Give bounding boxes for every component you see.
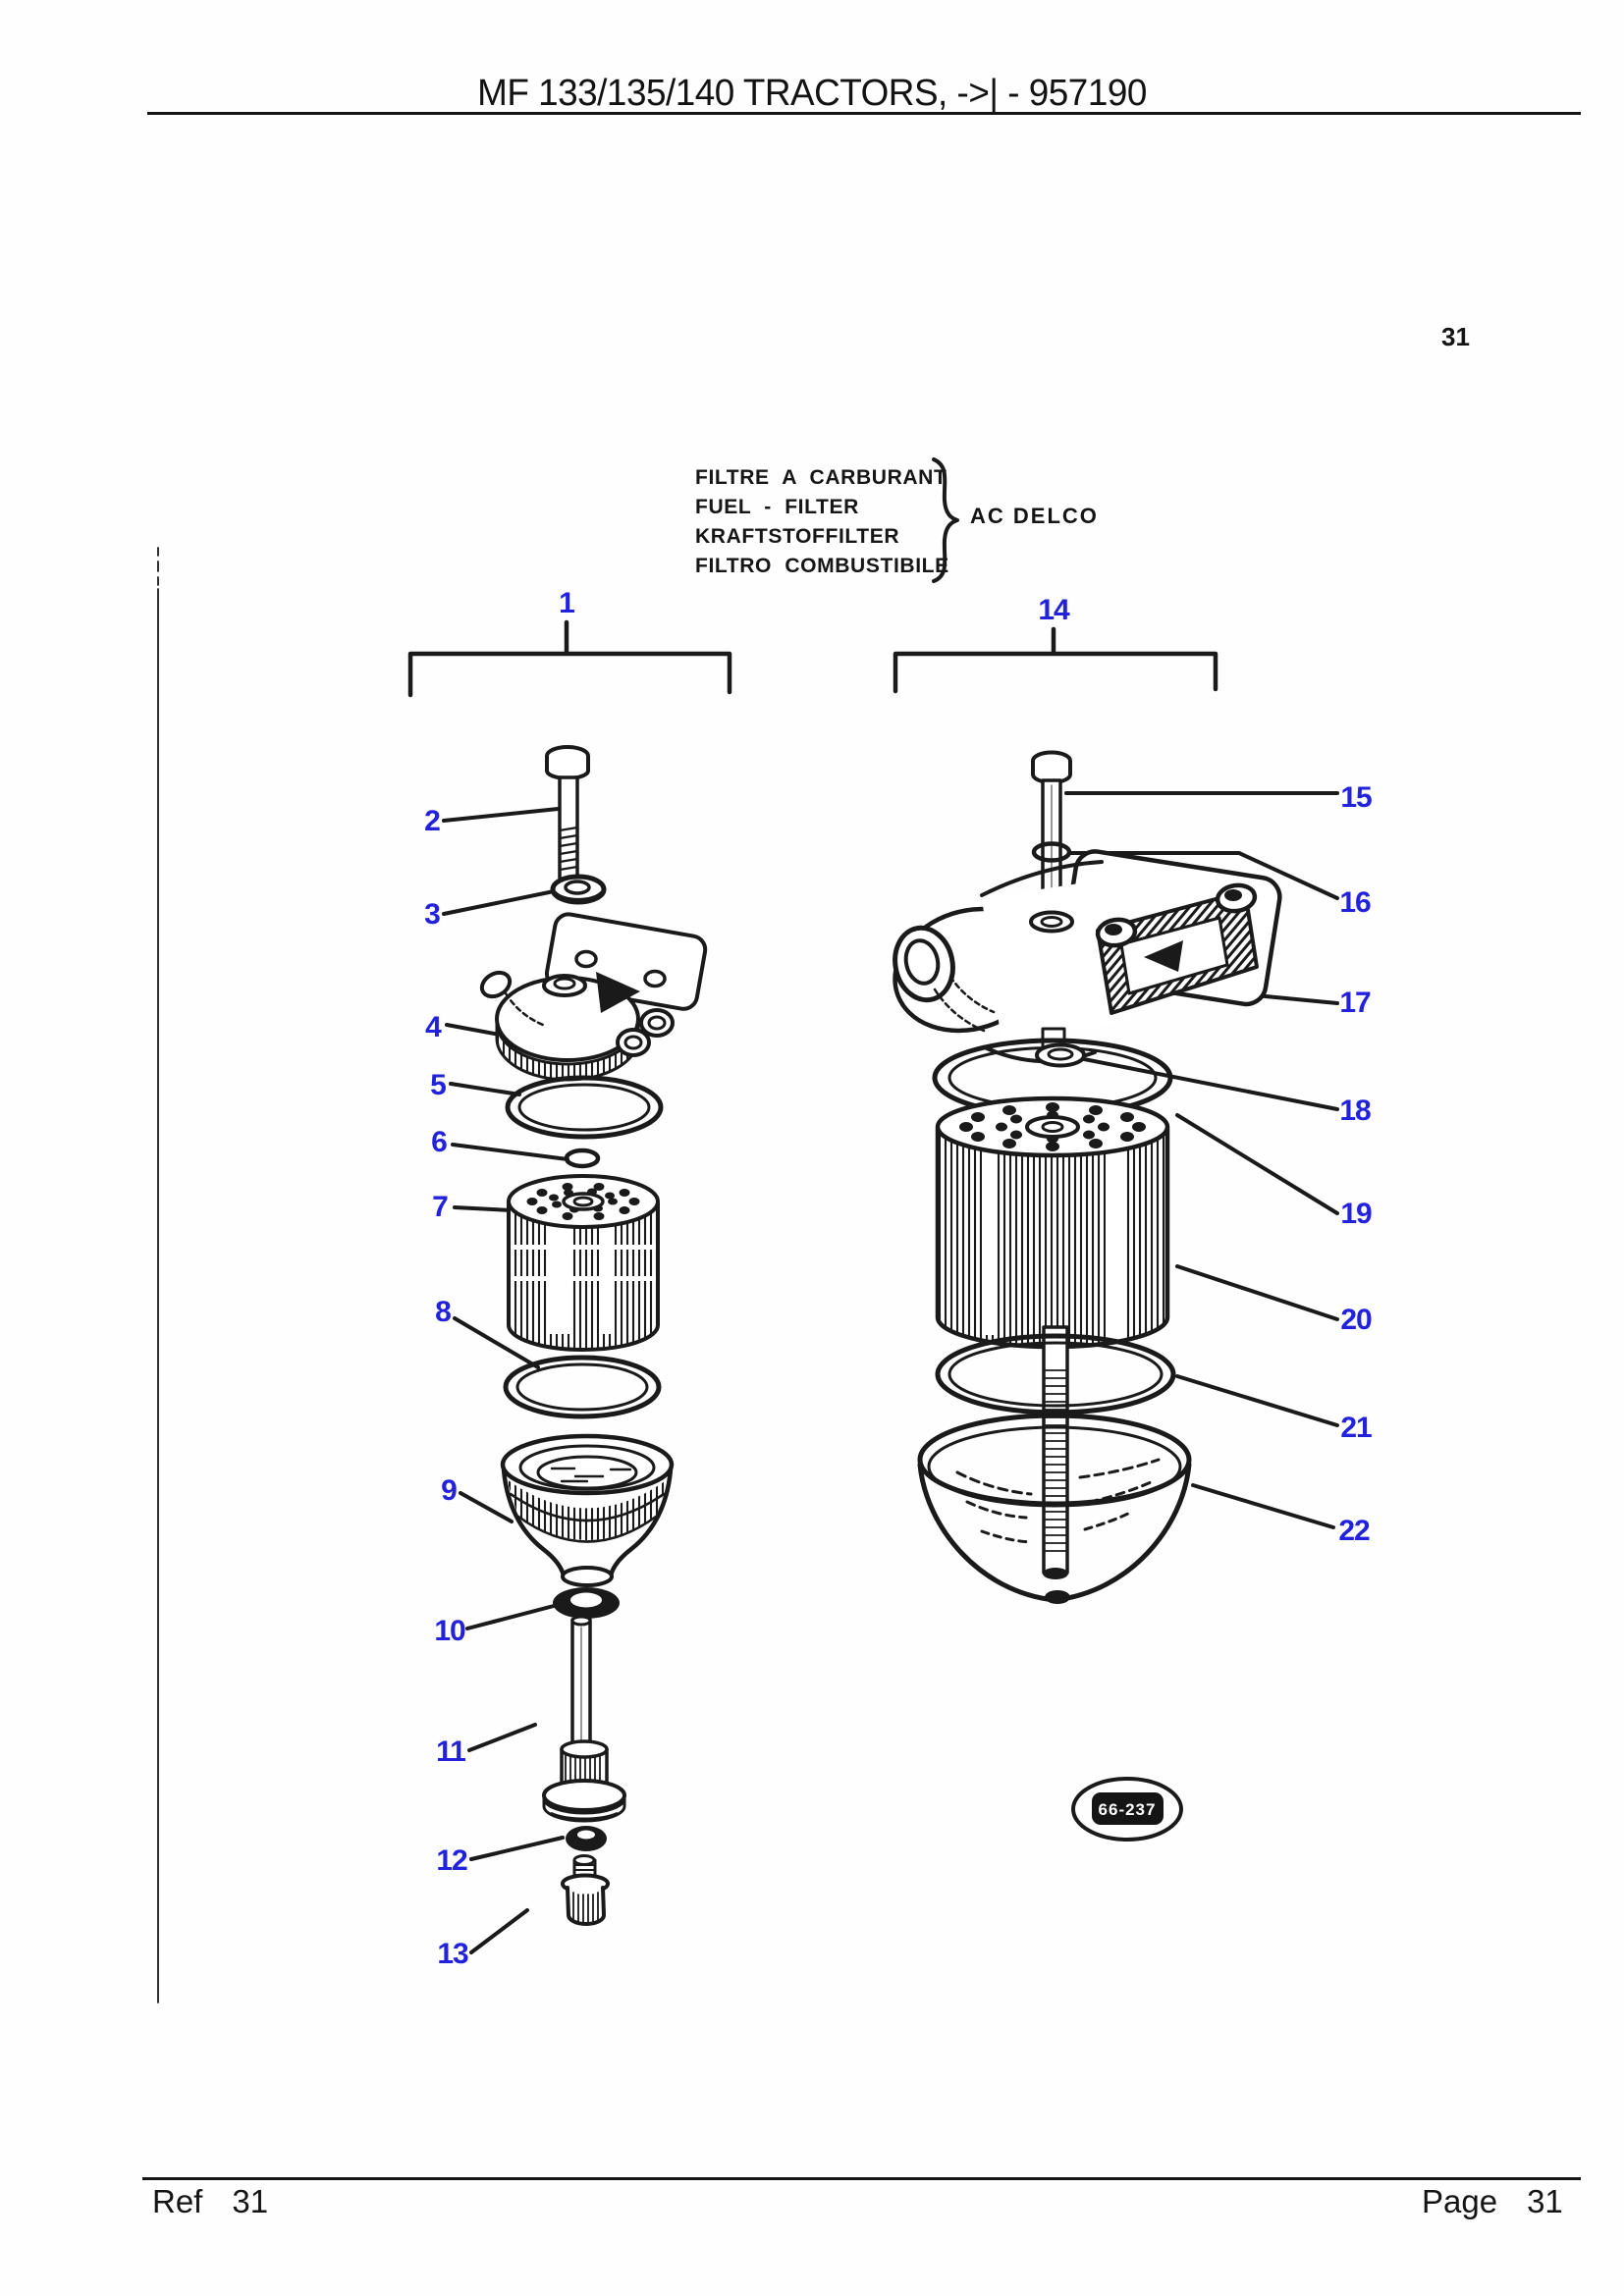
- part-2-bolt: [545, 745, 590, 884]
- part-21-bowl-gasket: [935, 1333, 1176, 1415]
- footer-rule: [142, 2177, 1581, 2180]
- callout-8: 8: [435, 1296, 452, 1328]
- title-line-de: KRAFTSTOFFILTER: [695, 524, 900, 548]
- part-9-bowl-cup: [500, 1433, 675, 1587]
- footer-ref-label: Ref: [152, 2183, 203, 2219]
- callout-17: 17: [1339, 987, 1371, 1019]
- part-8-gasket: [503, 1355, 662, 1419]
- page-title: MF 133/135/140 TRACTORS, ->| - 957190: [477, 73, 1147, 114]
- callout-3: 3: [424, 898, 441, 931]
- footer-page-number: 31: [1527, 2183, 1563, 2219]
- part-10-washer: [553, 1587, 620, 1619]
- top-page-number: 31: [1441, 322, 1470, 351]
- title-block: FILTRE A CARBURANT FUEL - FILTER KRAFTST…: [695, 462, 954, 580]
- header-rule: [147, 112, 1581, 115]
- title-line-en: FUEL - FILTER: [695, 495, 859, 518]
- callout-1: 1: [559, 587, 575, 619]
- figure-badge-text: 66-237: [1099, 1800, 1157, 1819]
- callout-10: 10: [434, 1615, 465, 1647]
- brand-label: AC DELCO: [970, 504, 1099, 528]
- callout-14: 14: [1038, 594, 1069, 626]
- part-22-glass-bowl: [917, 1413, 1192, 1604]
- part-4-filter-head: [479, 912, 708, 1082]
- footer-page: Page 31: [1422, 2183, 1563, 2220]
- footer-ref-number: 31: [232, 2183, 269, 2219]
- bracket-assembly-1: [407, 619, 732, 698]
- callout-4: 4: [425, 1011, 442, 1043]
- callout-21: 21: [1340, 1412, 1372, 1444]
- footer-ref: Ref 31: [152, 2183, 268, 2220]
- callout-19: 19: [1340, 1198, 1372, 1230]
- callout-12: 12: [436, 1844, 467, 1877]
- title-line-it: FILTRO COMBUSTIBILE: [695, 554, 949, 577]
- part-11-centre-stem: [542, 1615, 626, 1823]
- part-13-retaining-nut: [561, 1854, 610, 1926]
- part-16-washer: [1031, 841, 1072, 863]
- part-5-gasket: [505, 1075, 664, 1140]
- footer-page-label: Page: [1422, 2183, 1498, 2219]
- title-line-fr: FILTRE A CARBURANT: [695, 465, 947, 489]
- part-3-nut: [550, 874, 607, 905]
- callout-16: 16: [1339, 886, 1371, 919]
- part-17-filter-head: [893, 849, 1282, 1064]
- stem-threaded: [1042, 1325, 1069, 1579]
- callout-11: 11: [436, 1735, 466, 1768]
- brace-icon: [932, 457, 959, 583]
- callout-7: 7: [432, 1191, 449, 1223]
- callout-20: 20: [1340, 1304, 1372, 1336]
- leader-lines: [442, 791, 1339, 1954]
- bracket-assembly-14: [893, 626, 1218, 694]
- callout-9: 9: [441, 1474, 458, 1507]
- callout-5: 5: [430, 1069, 447, 1101]
- callout-18: 18: [1339, 1095, 1371, 1127]
- callout-2: 2: [424, 805, 441, 837]
- callout-13: 13: [437, 1938, 468, 1970]
- part-12-grommet: [566, 1826, 607, 1851]
- figure-badge: 66-237: [1071, 1777, 1183, 1842]
- part-6-seal-ring: [564, 1148, 601, 1169]
- part-19-20-filter-element: [935, 1095, 1170, 1350]
- callout-22: 22: [1338, 1515, 1370, 1547]
- part-7-filter-element: [507, 1174, 660, 1352]
- callout-15: 15: [1340, 781, 1372, 814]
- callout-6: 6: [431, 1126, 448, 1158]
